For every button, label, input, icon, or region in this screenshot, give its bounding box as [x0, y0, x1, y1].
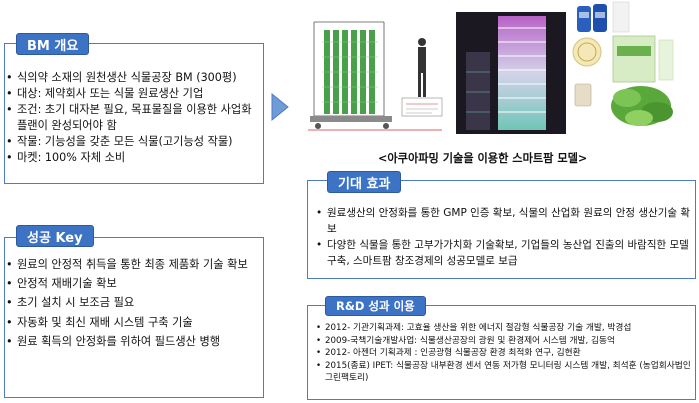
- list-item: 원료 획득의 안정화를 위하여 필드생산 병행: [6, 334, 260, 350]
- list-item: 원료의 안정적 취득을 통한 최종 제품화 기술 확보: [6, 257, 260, 273]
- product-and-plant-image: [569, 0, 696, 140]
- list-item: 안정적 재배기술 확보: [6, 276, 260, 292]
- expected-effect-list: 원료생산의 안정화를 통한 GMP 인증 확보, 식물의 산업화 원료의 안정 …: [316, 205, 692, 269]
- list-item: 원료생산의 안정화를 통한 GMP 인증 확보, 식물의 산업화 원료의 안정 …: [316, 205, 692, 237]
- list-item: 식의약 소재의 원천생산 식물공장 BM (300평): [6, 70, 260, 86]
- bm-overview-title: BM 개요: [16, 33, 90, 55]
- rnd-results-title: R&D 성과 이용: [325, 296, 426, 316]
- list-item: 대상: 제약회사 또는 식물 원료생산 기업: [6, 86, 260, 102]
- list-item: 2015(종료) IPET: 식물공장 내부환경 센서 연동 저가형 모니터링 …: [316, 360, 694, 385]
- vertical-farm-diagram-image: [302, 12, 448, 134]
- right-arrow-icon: [271, 92, 289, 122]
- list-item: 다양한 식물을 통한 고부가가치화 기술확보, 기업들의 농산업 진출의 바람직…: [316, 237, 692, 269]
- list-item: 2012- 기관기획과제: 고효율 생산을 위한 에너지 절감형 식물공장 기술…: [316, 322, 694, 335]
- led-grow-rack-image: [456, 12, 566, 134]
- expected-effect-title: 기대 효과: [327, 171, 402, 193]
- rnd-results-list: 2012- 기관기획과제: 고효율 생산을 위한 에너지 절감형 식물공장 기술…: [316, 322, 694, 385]
- list-item: 조건: 초기 대자본 필요, 목표물질을 이용한 사업화 플랜이 완성되어야 함: [6, 102, 260, 134]
- success-key-list: 원료의 안정적 취득을 통한 최종 제품화 기술 확보 안정적 재배기술 확보 …: [6, 257, 260, 353]
- list-item: 2012- 아젠더 기획과제 : 인공광형 식물공장 환경 최적화 연구, 김현…: [316, 347, 694, 360]
- list-item: 마켓: 100% 자체 소비: [6, 150, 260, 166]
- list-item: 자동화 및 최신 재배 시스템 구축 기술: [6, 315, 260, 331]
- image-caption: <아쿠아파밍 기술을 이용한 스마트팜 모델>: [378, 152, 588, 165]
- list-item: 2009-국책기술개발사업: 식물생산공장의 광원 및 환경제어 시스템 개발,…: [316, 335, 694, 348]
- list-item: 작물: 기능성을 갖춘 모든 식물(고기능성 작물): [6, 134, 260, 150]
- bm-overview-list: 식의약 소재의 원천생산 식물공장 BM (300평) 대상: 제약회사 또는 …: [6, 70, 260, 166]
- success-key-title: 성공 Key: [16, 225, 94, 247]
- list-item: 초기 설치 시 보조금 필요: [6, 295, 260, 311]
